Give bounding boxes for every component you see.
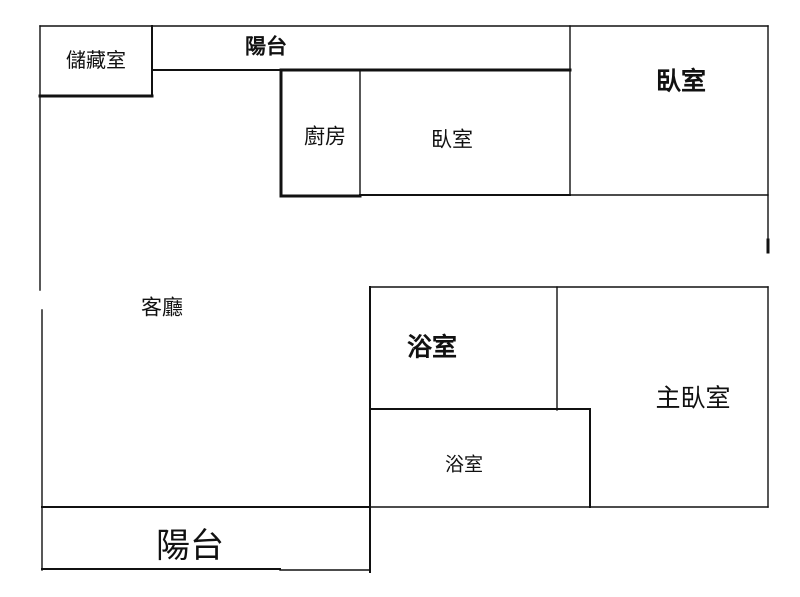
room-label-bathroom-lower: 浴室 [444, 453, 484, 476]
room-label-bedroom-middle: 臥室 [431, 127, 473, 152]
room-label-bedroom-right: 臥室 [655, 66, 707, 96]
room-label-balcony-bottom: 陽台 [156, 526, 224, 566]
room-label-storage: 儲藏室 [66, 48, 126, 72]
room-label-balcony-top: 陽台 [245, 34, 287, 59]
room-label-bathroom-upper: 浴室 [406, 332, 458, 362]
room-label-master-bedroom: 主臥室 [655, 383, 731, 413]
room-label-living-room: 客廳 [141, 295, 183, 320]
room-label-kitchen: 廚房 [304, 124, 346, 149]
